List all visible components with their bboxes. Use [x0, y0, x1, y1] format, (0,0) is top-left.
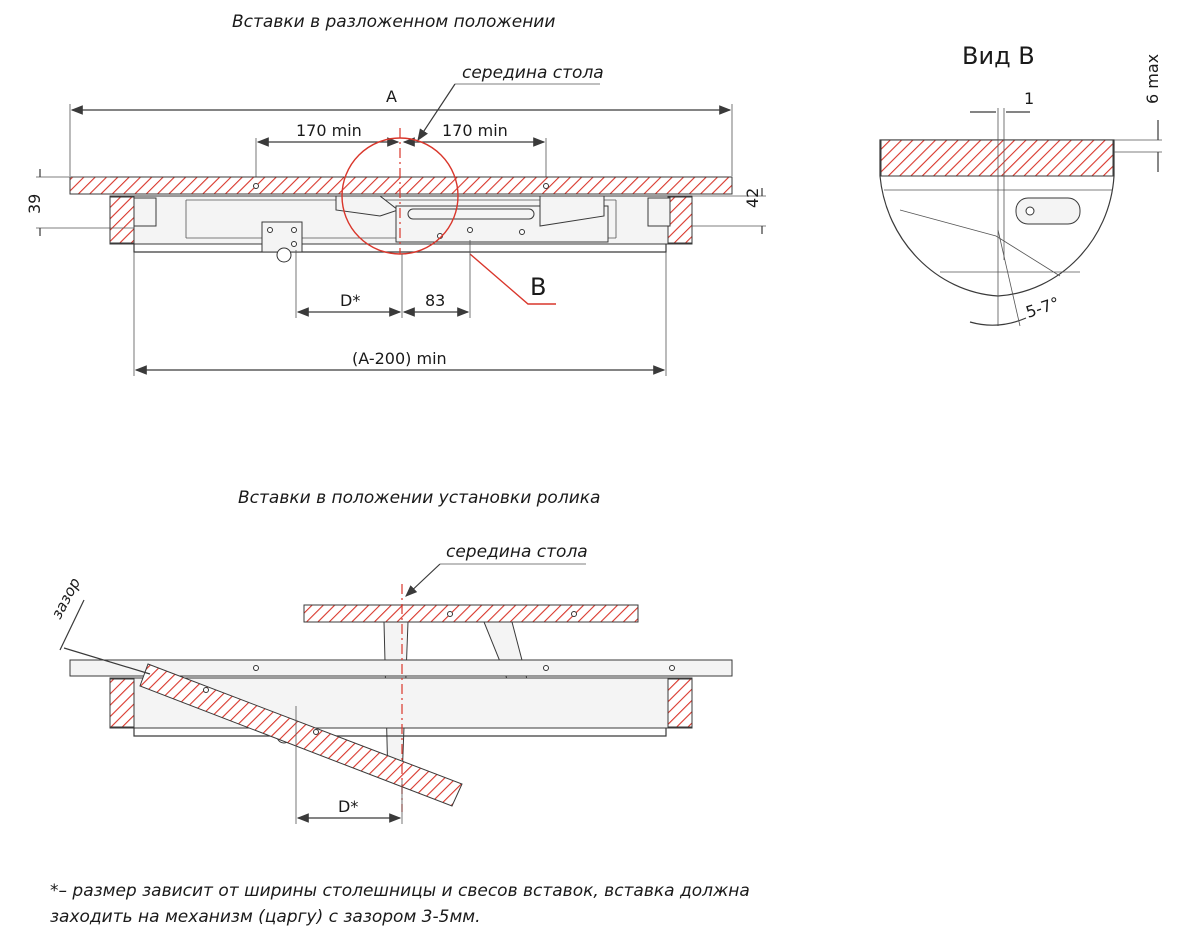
- top-title: Вставки в разложенном положении: [232, 12, 555, 32]
- dim-42-label: 42: [743, 188, 762, 208]
- dim-a200-label: (A-200) min: [352, 349, 447, 368]
- top-hole-left: [253, 183, 259, 189]
- view-b-tabletop: [880, 139, 1114, 177]
- detail-b-leader: [469, 253, 556, 305]
- top-right-block: [667, 196, 693, 244]
- raised-hole-1: [447, 611, 453, 617]
- view-b-angle-line: [997, 229, 1021, 327]
- view-b-angle-label: 5-7°: [1023, 293, 1061, 322]
- bottom-frame-base: [133, 728, 667, 737]
- dim-170-left-label: 170 min: [296, 121, 362, 140]
- view-b-dim-1-label: 1: [1024, 89, 1034, 108]
- view-b-angle-arc: [969, 317, 1027, 326]
- mech-pin-2: [467, 227, 473, 233]
- gap-label: зазор: [48, 575, 84, 622]
- dim-a-label: A: [386, 87, 397, 106]
- dim-39-label: 39: [25, 194, 44, 214]
- view-b-title: Вид В: [962, 42, 1035, 70]
- dim-83-label: 83: [425, 291, 445, 310]
- view-b-6max-label: 6 max: [1143, 54, 1162, 104]
- footnote-line-1: *– размер зависит от ширины столешницы и…: [50, 881, 750, 901]
- bottom-tilted-insert: [139, 663, 463, 807]
- dim-d-extensions: [295, 240, 471, 318]
- dim-42-extensions: [692, 195, 766, 227]
- dim-a200-extensions: [133, 252, 667, 376]
- top-mech-right-arm: [539, 195, 605, 227]
- view-b-6max-ext: [1114, 139, 1162, 153]
- top-bracket-plate: [261, 221, 303, 253]
- top-mech-gas-spring: [407, 208, 535, 220]
- bottom-dim-d-extensions: [295, 706, 403, 824]
- bottom-dim-d-label: D*: [338, 797, 358, 816]
- bracket-hole-2: [291, 227, 297, 233]
- bottom-right-block: [667, 678, 693, 728]
- bottom-center-label: середина стола: [446, 542, 588, 562]
- view-b-gap-lines: [997, 108, 1005, 326]
- view-b-hinge: [1015, 197, 1081, 225]
- footnote: *– размер зависит от ширины столешницы и…: [50, 878, 750, 930]
- top-left-latch: [133, 197, 157, 227]
- gap-leader: [59, 599, 151, 675]
- view-b-pin: [1025, 206, 1035, 216]
- rail-hole-3: [669, 665, 675, 671]
- bottom-section: Вставки в положении установки ролика сер…: [48, 488, 733, 824]
- bottom-top-rail: [69, 659, 733, 677]
- top-left-block: [109, 196, 135, 244]
- tilted-hole-1: [203, 687, 209, 693]
- top-mech-left-arm: [335, 195, 400, 217]
- bracket-hole-3: [291, 241, 297, 247]
- rail-hole-2: [543, 665, 549, 671]
- raised-hole-2: [571, 611, 577, 617]
- detail-b-label: B: [530, 273, 546, 301]
- bracket-hole-1: [267, 227, 273, 233]
- top-right-latch: [647, 197, 671, 227]
- dim-d-label: D*: [340, 291, 360, 310]
- view-b-section: Вид В 1 6 max 5-7°: [879, 42, 1162, 327]
- bottom-left-block: [109, 678, 135, 728]
- rail-hole-1: [253, 665, 259, 671]
- top-roller: [276, 247, 292, 263]
- top-center-label: середина стола: [462, 63, 604, 83]
- top-hole-right: [543, 183, 549, 189]
- bottom-raised-insert: [303, 604, 639, 623]
- mech-pin-3: [519, 229, 525, 235]
- bottom-center-leader: [405, 563, 441, 597]
- dim-39-extensions: [36, 176, 134, 229]
- dim-170-right-label: 170 min: [442, 121, 508, 140]
- footnote-line-2: заходить на механизм (царгу) с зазором 3…: [50, 907, 481, 927]
- top-tabletop: [69, 176, 733, 195]
- top-section: Вставки в разложенном положении середина…: [25, 12, 766, 376]
- bottom-title: Вставки в положении установки ролика: [238, 488, 600, 508]
- tilted-hole-2: [313, 729, 319, 735]
- dim-a-extensions: [69, 104, 733, 176]
